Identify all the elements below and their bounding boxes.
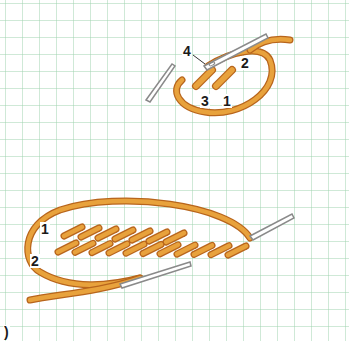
callout-number: 1 [222,94,232,108]
top-stitch [146,34,290,113]
callout-number: 2 [240,56,250,70]
callout-number: 2 [30,254,40,268]
figure-mark: ) [3,325,10,339]
callout-number: 4 [182,44,192,58]
stitch [166,233,184,242]
callout-number: 3 [200,94,210,108]
stitch [228,246,246,255]
stitch [166,233,184,242]
callout-number: 1 [40,222,50,236]
stitch [228,246,246,255]
bottom-stitch-row [28,201,294,300]
